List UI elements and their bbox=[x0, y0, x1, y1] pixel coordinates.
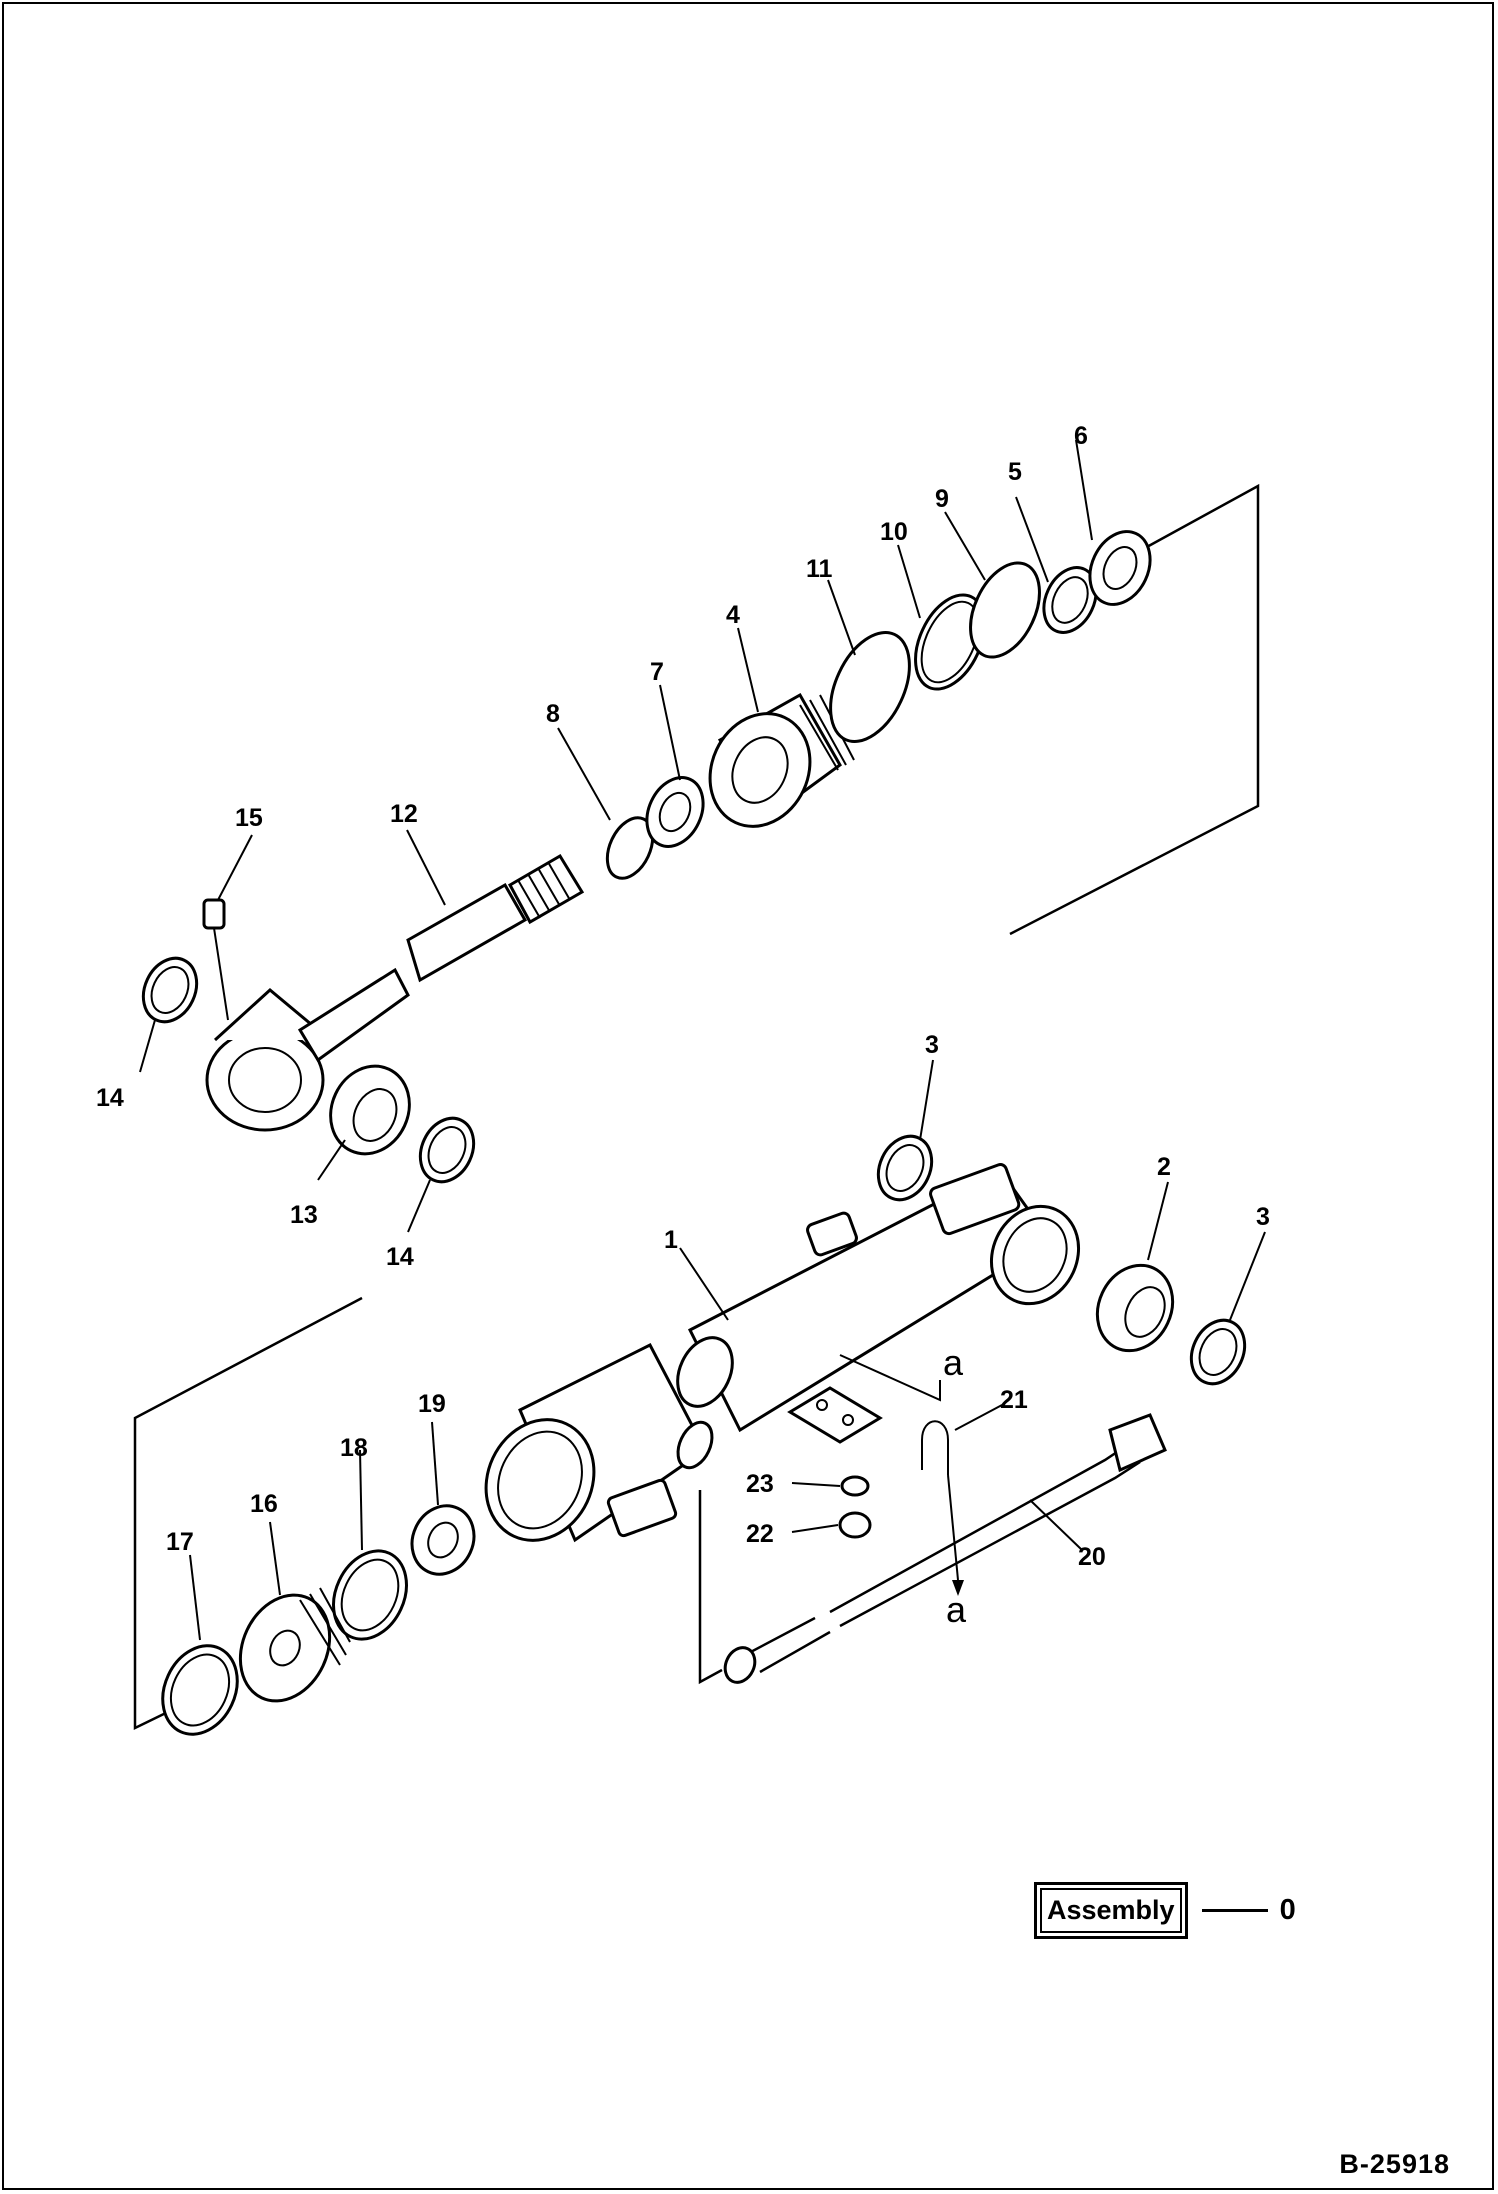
nut-19 bbox=[410, 1504, 476, 1576]
callout-17: 17 bbox=[166, 1528, 194, 1556]
callout-2: 2 bbox=[1157, 1153, 1171, 1181]
callout-11: 11 bbox=[806, 555, 833, 583]
callout-10: 10 bbox=[880, 518, 908, 546]
tube-port-small bbox=[806, 1211, 858, 1257]
ref-a-arrow-top bbox=[839, 1354, 941, 1402]
seal-6 bbox=[1088, 530, 1152, 606]
callout-19: 19 bbox=[418, 1390, 446, 1418]
clamp-plate bbox=[787, 1386, 883, 1444]
assembly-value: 0 bbox=[1279, 1894, 1296, 1926]
callout-21: 21 bbox=[1000, 1386, 1028, 1414]
callout-1: 1 bbox=[664, 1226, 678, 1254]
callout-8: 8 bbox=[546, 700, 560, 728]
callout-23: 23 bbox=[746, 1470, 774, 1498]
callout-12: 12 bbox=[390, 800, 418, 828]
callout-18: 18 bbox=[340, 1434, 368, 1462]
ring-9 bbox=[969, 561, 1041, 659]
ring-18 bbox=[332, 1549, 408, 1641]
washer-23 bbox=[840, 1475, 870, 1497]
reference-a-top: a bbox=[943, 1342, 964, 1383]
callout-14b: 14 bbox=[386, 1243, 414, 1271]
seal-14b bbox=[418, 1116, 476, 1184]
callout-7: 7 bbox=[650, 658, 664, 686]
seal-14a bbox=[141, 956, 199, 1024]
tube-boss bbox=[606, 1478, 678, 1538]
callout-4: 4 bbox=[726, 601, 740, 629]
callout-16: 16 bbox=[250, 1490, 278, 1518]
rod-body-mid bbox=[406, 882, 528, 983]
assembly-legend: Assembly 0 bbox=[1034, 1882, 1296, 1939]
seal-3b bbox=[1189, 1318, 1247, 1386]
callout-3a: 3 bbox=[925, 1031, 939, 1059]
hose-elbow bbox=[1108, 1413, 1167, 1473]
callout-9: 9 bbox=[935, 485, 949, 513]
group-bracket-lower bbox=[133, 1296, 363, 1730]
tube-eye bbox=[989, 1204, 1081, 1306]
u-bolt-21 bbox=[921, 1420, 949, 1475]
bushing-2 bbox=[1095, 1263, 1175, 1353]
assembly-label: Assembly bbox=[1034, 1882, 1188, 1939]
callout-15: 15 bbox=[235, 804, 263, 832]
piston-16 bbox=[238, 1593, 332, 1703]
o-ring-11 bbox=[829, 631, 911, 743]
rod-assembly bbox=[141, 483, 1260, 1184]
nut-22 bbox=[838, 1511, 872, 1539]
seal-3a bbox=[876, 1134, 934, 1202]
callout-22: 22 bbox=[746, 1520, 774, 1548]
group-bracket-upper bbox=[1009, 483, 1260, 936]
reference-a-bottom: a bbox=[946, 1589, 967, 1630]
leader-lines bbox=[139, 439, 1266, 1641]
legend-dash bbox=[1201, 1909, 1268, 1912]
callout-3b: 3 bbox=[1256, 1203, 1270, 1231]
rod-thread bbox=[507, 853, 585, 925]
callout-14a: 14 bbox=[96, 1084, 124, 1112]
tube-port bbox=[929, 1163, 1021, 1236]
callout-20: 20 bbox=[1078, 1543, 1106, 1571]
part-7 bbox=[645, 776, 705, 848]
callout-13: 13 bbox=[290, 1201, 318, 1229]
bushing-13 bbox=[329, 1064, 411, 1156]
ref-a-arrow-bottom bbox=[947, 1474, 959, 1581]
tube-assembly bbox=[133, 1134, 1247, 1736]
callout-numbers: 6 5 9 10 11 4 7 8 12 15 14 13 14 3 2 3 1… bbox=[96, 422, 1270, 1630]
wear-ring-17 bbox=[161, 1644, 239, 1736]
callout-6: 6 bbox=[1074, 422, 1088, 450]
rod-body bbox=[297, 967, 410, 1063]
hose-bracket bbox=[698, 1490, 723, 1685]
bushing-5 bbox=[1042, 566, 1098, 634]
drawing-code: B-25918 bbox=[1339, 2149, 1450, 2179]
snap-ring-8 bbox=[605, 816, 655, 880]
hose-nut bbox=[723, 1646, 757, 1684]
hose-20 bbox=[744, 1438, 1136, 1657]
grease-fitting bbox=[202, 898, 226, 930]
ring-10 bbox=[914, 593, 986, 691]
rod-eye bbox=[205, 1028, 325, 1132]
callout-5: 5 bbox=[1008, 458, 1022, 486]
